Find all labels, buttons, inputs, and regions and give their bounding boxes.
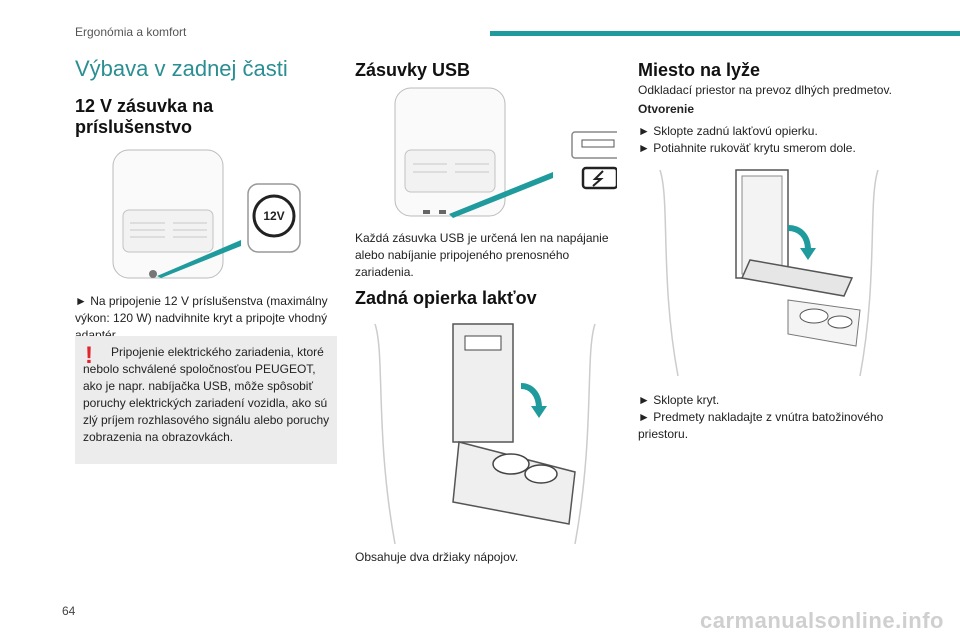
figure-ski-flap <box>638 160 900 378</box>
heading-ski-flap: Miesto na lyže <box>638 60 761 80</box>
step-2: ► Potiahnite rukoväť krytu smerom dole. <box>638 141 856 155</box>
heading-12v-socket: 12 V zásuvka na príslušenstvo <box>75 96 214 137</box>
step-3: ► Sklopte kryt. <box>638 393 720 407</box>
figure-usb-sockets <box>385 86 617 222</box>
text-usb-description: Každá zásuvka USB je určená len na napáj… <box>355 231 609 279</box>
heading-armrest: Zadná opierka lakťov <box>355 288 537 308</box>
figure-armrest <box>355 314 617 546</box>
page-number: 64 <box>62 604 76 618</box>
page-title: Výbava v zadnej časti <box>75 56 288 81</box>
header-accent-bar <box>490 31 960 36</box>
figure-12v-socket: 12V <box>105 148 337 288</box>
step-1: ► Sklopte zadnú lakťovú opierku. <box>638 124 818 138</box>
text-armrest-description: Obsahuje dva držiaky nápojov. <box>355 550 519 564</box>
socket-label: 12V <box>263 209 284 223</box>
watermark: carmanualsonline.info <box>700 608 944 633</box>
warning-text: Pripojenie elektrického zariadenia, ktor… <box>83 345 330 444</box>
heading-usb: Zásuvky USB <box>355 60 471 80</box>
step-4: ► Predmety nakladajte z vnútra batožinov… <box>638 410 884 441</box>
text-ski-intro: Odkladací priestor na prevoz dlhých pred… <box>638 83 892 97</box>
warning-icon: ! <box>85 342 93 369</box>
subheading-opening: Otvorenie <box>638 102 695 116</box>
warning-box: ! Pripojenie elektrického zariadenia, kt… <box>75 336 337 464</box>
section-header: Ergonómia a komfort <box>75 25 187 39</box>
